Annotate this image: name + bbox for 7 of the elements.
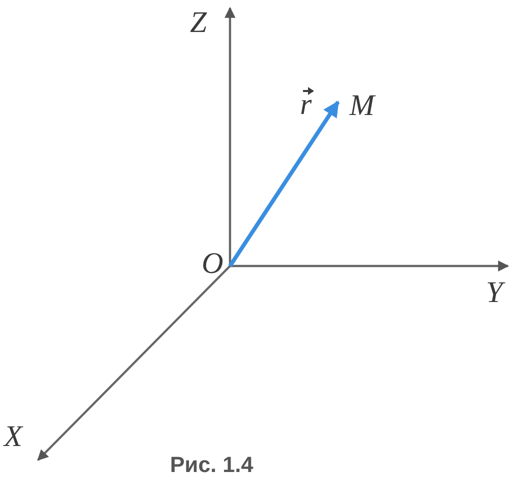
axis-label: X <box>4 422 22 452</box>
axis-label: Y <box>486 278 503 308</box>
axis-label: Z <box>190 8 207 38</box>
point-label: M <box>338 90 386 122</box>
vector-arrow <box>228 100 340 268</box>
figure-caption: Рис. 1.4 <box>170 452 254 478</box>
point-label: O <box>196 248 229 280</box>
